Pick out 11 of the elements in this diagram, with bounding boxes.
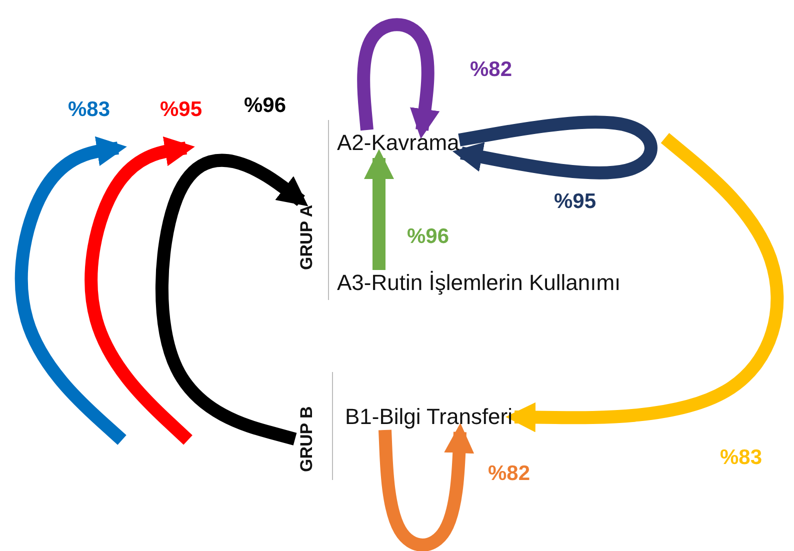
- group-label: GRUP B: [297, 406, 317, 472]
- category-label: A2-Kavrama: [337, 130, 460, 156]
- curved-arrow: [155, 154, 308, 446]
- category-label: B1-Bilgi Transferi: [345, 404, 513, 430]
- curved-arrow: [506, 133, 784, 432]
- curved-arrow: [378, 423, 474, 551]
- category-label: A3-Rutin İşlemlerin Kullanımı: [337, 270, 621, 296]
- group-label: GRUP A: [297, 204, 317, 270]
- curved-arrow: [364, 149, 394, 270]
- curved-arrow: [452, 116, 658, 180]
- curved-arrow: [357, 18, 440, 139]
